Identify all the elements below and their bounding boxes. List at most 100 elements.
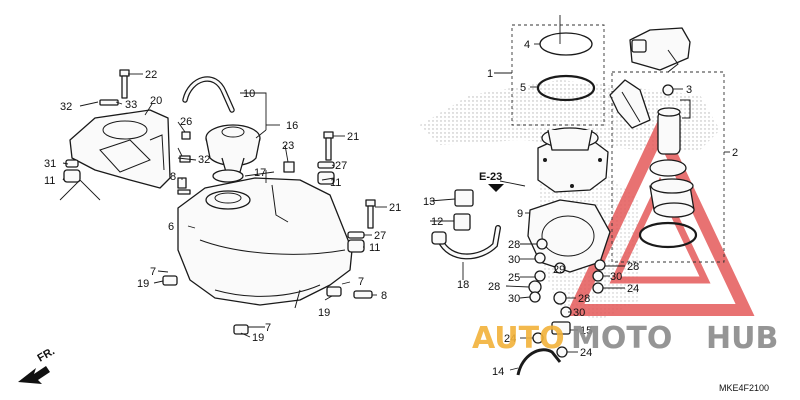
grommet-19b-part	[326, 286, 342, 297]
collar-26-part	[181, 131, 191, 140]
o-ring-4-part	[539, 32, 593, 56]
pump-retainer-ring-part	[638, 221, 698, 249]
callout-32a: 32	[60, 101, 72, 113]
callout-19c: 19	[252, 332, 264, 344]
nut-24b-part	[592, 282, 604, 294]
callout-14: 14	[492, 366, 504, 378]
pump-strainer-part	[649, 159, 687, 177]
wire-harness-14-part	[516, 348, 562, 376]
bolt-21a-part	[323, 131, 334, 161]
callout-3: 3	[686, 84, 692, 96]
assembly-box-2	[611, 71, 725, 263]
callout-24c: 24	[580, 347, 592, 359]
washer-28a-part	[536, 238, 548, 250]
grommet-27a-part	[317, 161, 335, 169]
callout-28c: 28	[578, 293, 590, 305]
callout-9: 9	[517, 208, 523, 220]
callout-7b: 7	[358, 276, 364, 288]
callout-11b: 11	[330, 177, 341, 189]
callout-27b: 27	[374, 230, 386, 242]
clip-33-part	[99, 99, 119, 106]
reference-tag-label: E-23	[479, 171, 502, 183]
nut-29-part	[554, 262, 566, 274]
callout-7c: 7	[265, 322, 271, 334]
callout-28a: 28	[508, 239, 520, 251]
callout-21a: 21	[347, 131, 359, 143]
fuel-filler-cap-part	[205, 124, 261, 173]
nut-25-part	[534, 270, 546, 282]
diagram-code: MKE4F2100	[719, 383, 769, 393]
callout-28b: 28	[488, 281, 500, 293]
callout-30d: 30	[610, 271, 622, 283]
washer-28d-part	[594, 259, 606, 271]
callout-32b: 32	[198, 154, 210, 166]
nut-30d-part	[592, 270, 604, 282]
direction-arrow-icon	[18, 366, 50, 384]
o-ring-5-part	[536, 74, 596, 102]
callout-20: 20	[150, 95, 162, 107]
bolt-22-part	[119, 69, 130, 99]
callout-10: 10	[243, 88, 255, 100]
clip-23-part	[283, 161, 295, 173]
callout-11c: 11	[369, 242, 380, 254]
callout-21b: 21	[389, 202, 401, 214]
grommet-27b-part	[347, 231, 365, 239]
fuel-filter-part	[609, 79, 651, 129]
callout-26: 26	[180, 116, 192, 128]
callout-27a: 27	[335, 160, 347, 172]
grommet-11c-part	[347, 239, 365, 253]
watermark-moto: MOTO	[571, 321, 672, 356]
front-direction-indicator: FR.	[18, 345, 57, 384]
grommet-19c-part	[233, 324, 249, 335]
callout-28d: 28	[627, 261, 639, 273]
washer-28c-part	[553, 291, 567, 305]
pump-flange-part	[537, 127, 609, 193]
callout-33: 33	[125, 99, 137, 111]
washer-28b-part	[528, 280, 542, 294]
callout-24a: 24	[504, 333, 516, 345]
callout-4: 4	[524, 39, 530, 51]
nut-30b-part	[529, 291, 541, 303]
callout-7a: 7	[150, 266, 156, 278]
callout-29: 29	[553, 264, 565, 276]
nut-30a-part	[534, 252, 546, 264]
fuel-pump-motor-part	[657, 99, 691, 155]
callout-12: 12	[431, 216, 443, 228]
callout-13: 13	[423, 196, 435, 208]
cap-gasket-part	[212, 169, 244, 183]
callout-30a: 30	[508, 254, 520, 266]
callout-30c: 30	[573, 307, 585, 319]
connector-13-part	[454, 189, 474, 207]
nut-3-part	[662, 84, 674, 96]
callout-25: 25	[508, 272, 520, 284]
watermark-logo: AUTO MOTO HUB	[472, 321, 778, 356]
collar-8b-part	[353, 290, 373, 299]
callout-31: 31	[44, 158, 56, 170]
callout-6: 6	[168, 221, 174, 233]
bracket-15-part	[551, 321, 571, 335]
spacer-part	[177, 189, 191, 195]
watermark-auto: AUTO	[472, 321, 565, 356]
callout-30b: 30	[508, 293, 520, 305]
dotted-shading-top	[420, 80, 720, 150]
callout-16: 16	[286, 120, 298, 132]
pump-top-bracket-part	[629, 27, 691, 73]
tank-cover-part	[69, 109, 171, 189]
callout-18: 18	[457, 279, 469, 291]
grommet-11-left-part	[63, 169, 81, 183]
callout-5: 5	[520, 82, 526, 94]
callout-8b: 8	[381, 290, 387, 302]
callout-8a: 8	[170, 171, 176, 183]
callout-19b: 19	[318, 307, 330, 319]
callout-1: 1	[487, 68, 493, 80]
callout-23: 23	[282, 140, 294, 152]
fuel-tank-part	[177, 177, 353, 309]
direction-label: FR.	[36, 345, 57, 364]
grommet-31-part	[65, 159, 79, 168]
callout-24b: 24	[627, 283, 639, 295]
bolt-21b-part	[365, 199, 376, 229]
reference-tag: E-23	[479, 171, 504, 192]
callout-11a: 11	[44, 175, 55, 187]
connector-12-part	[453, 213, 471, 231]
